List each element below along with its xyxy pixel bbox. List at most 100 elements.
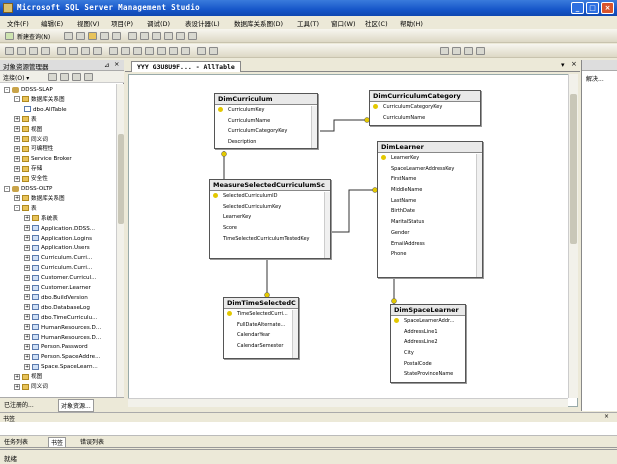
disconnect-icon[interactable] [48, 73, 57, 81]
expand-icon[interactable]: + [24, 343, 30, 350]
recalculate-pages-icon[interactable] [197, 47, 206, 55]
table-scrollbar[interactable] [311, 106, 317, 148]
tab-object-explorer[interactable]: 对象资源... [58, 399, 94, 412]
save-icon[interactable] [100, 32, 109, 40]
expand-icon[interactable]: + [24, 324, 30, 331]
table-scrollbar[interactable] [292, 310, 298, 358]
tree-node[interactable]: -表 [14, 205, 37, 214]
expand-icon[interactable]: + [24, 304, 30, 311]
arrange-selection-icon[interactable] [157, 47, 166, 55]
column-row[interactable]: LearnerKey [210, 212, 330, 223]
expand-icon[interactable]: + [24, 215, 30, 222]
table-title[interactable]: DimCurriculumCategory [370, 91, 480, 102]
column-row[interactable]: EmailAddress [378, 239, 482, 250]
expand-icon[interactable]: + [24, 244, 30, 251]
tab-task-list[interactable]: 任务列表 [4, 439, 29, 446]
add-related-icon[interactable] [17, 47, 26, 55]
close-panel-icon[interactable]: × [114, 60, 120, 68]
tree-node[interactable]: +系统表 [24, 215, 58, 224]
new-query-icon[interactable] [5, 32, 14, 40]
zoom-icon[interactable] [133, 47, 142, 55]
expand-icon[interactable]: + [24, 235, 30, 241]
pin-icon[interactable]: ⊿ [104, 61, 110, 69]
delete-icon[interactable] [29, 47, 38, 55]
expand-icon[interactable]: + [24, 225, 30, 232]
menu-edit[interactable]: 编辑(E) [41, 20, 64, 28]
column-row[interactable]: Score [210, 223, 330, 234]
relationships-icon[interactable] [69, 47, 78, 55]
tree-node[interactable]: +Service Broker [14, 155, 72, 164]
tree-node[interactable]: +Space.SpaceLearn... [24, 363, 98, 372]
db-engine-query-icon[interactable] [64, 32, 73, 40]
expand-icon[interactable]: + [24, 363, 30, 370]
expand-icon[interactable]: + [14, 136, 20, 142]
table-scrollbar[interactable] [324, 192, 330, 258]
expand-icon[interactable]: + [24, 314, 30, 321]
tree-node[interactable]: +Application.Logins [24, 235, 92, 244]
table-view-icon[interactable] [121, 47, 130, 55]
tree-node[interactable]: +同义词 [14, 383, 48, 392]
tree-node[interactable]: +Application.DDSS... [24, 225, 95, 234]
close-bookmark-icon[interactable]: × [604, 413, 610, 420]
tree-node[interactable]: +dbo.TimeCurriculu... [24, 314, 97, 323]
expand-icon[interactable]: + [14, 126, 20, 133]
connect-button[interactable]: 连接(O) ▾ [3, 75, 30, 82]
filter-icon[interactable] [72, 73, 81, 81]
column-row[interactable]: Phone [378, 249, 482, 260]
save-all-icon[interactable] [112, 32, 121, 40]
column-row[interactable]: FirstName [378, 174, 482, 185]
column-row[interactable]: AddressLine2 [391, 337, 465, 348]
scroll-thumb[interactable] [570, 94, 577, 244]
menu-table-designer[interactable]: 表设计器(L) [185, 20, 220, 28]
column-row[interactable]: City [391, 348, 465, 359]
object-explorer-scrollbar[interactable] [116, 84, 124, 397]
tree-node[interactable]: +dbo.DatabaseLog [24, 304, 90, 313]
table-title[interactable]: DimLearner [378, 142, 482, 153]
tab-alltable[interactable]: YYY G3U8U9F... - AllTable [131, 61, 241, 72]
table-title[interactable]: DimSpaceLearner [391, 305, 465, 316]
column-row[interactable]: SelectedCurriculumID [210, 191, 330, 202]
refresh-icon[interactable] [84, 73, 93, 81]
expand-icon[interactable]: + [24, 294, 30, 301]
table-title[interactable]: MeasureSelectedCurriculumSc [210, 180, 330, 191]
generate-script-icon[interactable] [209, 47, 218, 55]
expand-icon[interactable]: + [24, 254, 30, 261]
size-icon[interactable] [464, 47, 473, 55]
expand-icon[interactable]: + [14, 145, 20, 152]
column-row[interactable]: CurriculumCategoryKey [215, 126, 317, 137]
menu-tools[interactable]: 工具(T) [297, 20, 320, 28]
scroll-thumb[interactable] [118, 134, 124, 224]
menu-community[interactable]: 社区(C) [365, 20, 388, 28]
menu-view[interactable]: 视图(V) [77, 20, 100, 28]
tree-node[interactable]: +Person.Password [24, 343, 88, 352]
tab-error-list[interactable]: 错误列表 [80, 439, 105, 446]
tree-node[interactable]: +表 [14, 116, 37, 125]
stop-icon[interactable] [60, 73, 69, 81]
tree-node[interactable]: +Customer.Learner [24, 284, 91, 293]
spacing-icon[interactable] [476, 47, 485, 55]
diagram-horizontal-scrollbar[interactable] [128, 398, 568, 407]
column-row[interactable]: CurriculumName [370, 113, 480, 124]
expand-icon[interactable]: + [14, 165, 20, 172]
registered-servers-icon[interactable] [128, 32, 137, 40]
check-constraints-icon[interactable] [93, 47, 102, 55]
tab-bookmarks[interactable]: 书签 [48, 437, 67, 448]
tree-node[interactable]: +安全性 [14, 175, 48, 184]
collapse-icon[interactable]: - [14, 96, 20, 103]
column-row[interactable]: CalendarYear [224, 330, 298, 341]
minimize-button[interactable]: _ [571, 2, 584, 14]
expand-icon[interactable]: + [24, 284, 30, 291]
expand-icon[interactable]: + [24, 274, 30, 281]
column-row[interactable]: TimeSelectedCurri... [224, 309, 298, 320]
object-explorer-icon[interactable] [140, 32, 149, 40]
tree-node[interactable]: +Curriculum.Curri... [24, 264, 92, 273]
menu-debug[interactable]: 调试(D) [147, 20, 171, 28]
tree-node[interactable]: +数据库关系图 [14, 195, 65, 204]
column-row[interactable]: SelectedCurriculumKey [210, 202, 330, 213]
tree-node[interactable]: +Curriculum.Curri... [24, 254, 92, 263]
column-row[interactable]: BirthDate [378, 206, 482, 217]
